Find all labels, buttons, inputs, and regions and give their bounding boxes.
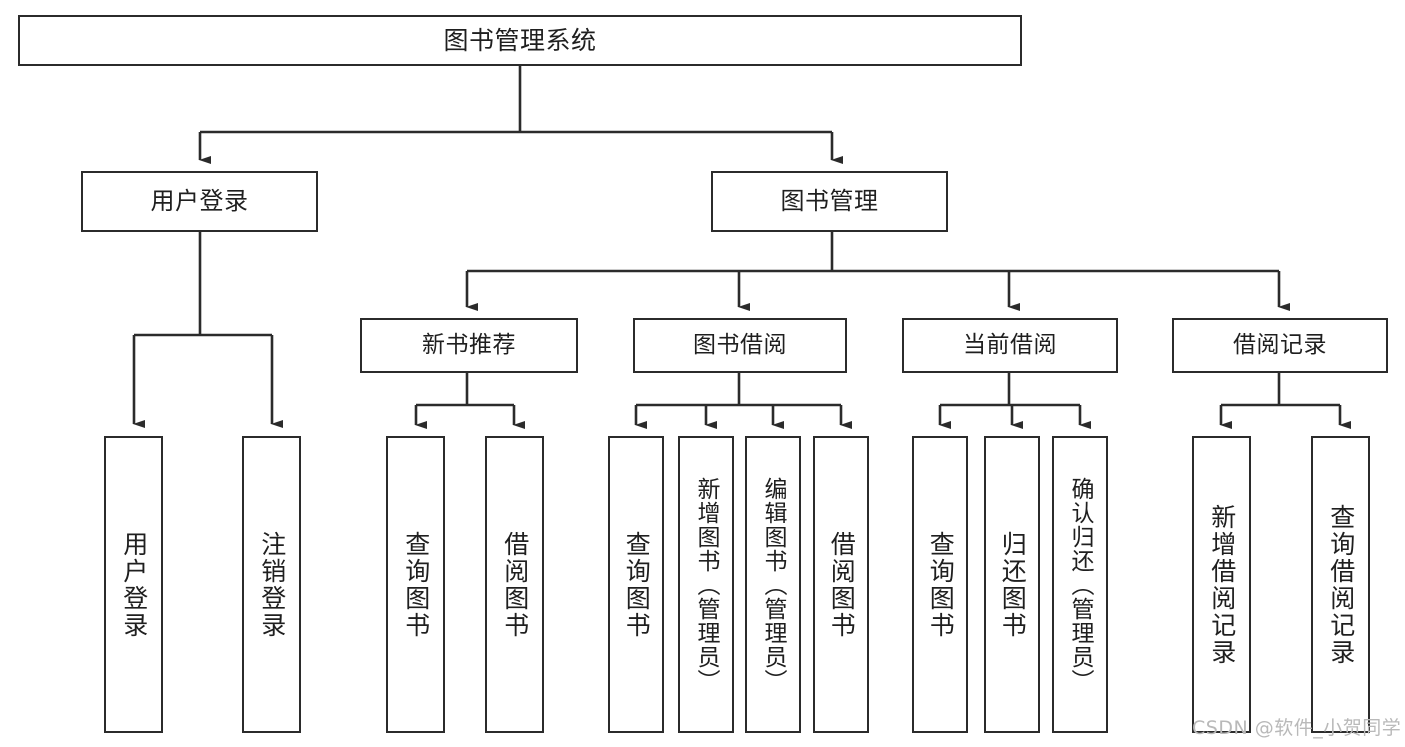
node-current-borrow-label: 当前借阅	[963, 331, 1057, 358]
node-user-login-label: 用户登录	[150, 187, 249, 216]
node-leaf-return-book[interactable]: 归还图书	[984, 436, 1040, 733]
node-leaf-add-record-label: 新增借阅记录	[1207, 503, 1237, 666]
node-leaf-query-record-label: 查询借阅记录	[1326, 503, 1356, 666]
node-book-manage-label: 图书管理	[780, 187, 879, 216]
node-leaf-add-book-label: 新增图书（管理员）	[693, 476, 720, 693]
node-leaf-borrow-book-2[interactable]: 借阅图书	[813, 436, 869, 733]
node-leaf-borrow-book-2-label: 借阅图书	[827, 530, 857, 639]
node-leaf-edit-book-label: 编辑图书（管理员）	[760, 476, 787, 693]
node-leaf-query-record[interactable]: 查询借阅记录	[1311, 436, 1370, 733]
node-book-manage[interactable]: 图书管理	[711, 171, 948, 232]
watermark: CSDN @软件_小贺同学	[1192, 717, 1402, 739]
node-leaf-return-book-label: 归还图书	[998, 530, 1028, 639]
node-root[interactable]: 图书管理系统	[18, 15, 1022, 66]
node-leaf-add-record[interactable]: 新增借阅记录	[1192, 436, 1251, 733]
node-leaf-borrow-book-1[interactable]: 借阅图书	[485, 436, 544, 733]
node-leaf-borrow-book-1-label: 借阅图书	[500, 530, 530, 639]
node-new-book-recommend[interactable]: 新书推荐	[360, 318, 578, 373]
node-leaf-query-book-3-label: 查询图书	[926, 530, 956, 639]
node-leaf-user-login-label: 用户登录	[119, 530, 149, 639]
node-book-borrow-label: 图书借阅	[693, 331, 787, 358]
node-leaf-user-login[interactable]: 用户登录	[104, 436, 163, 733]
node-leaf-query-book-2-label: 查询图书	[622, 530, 652, 639]
node-leaf-logout-label: 注销登录	[257, 530, 287, 639]
node-borrow-record-label: 借阅记录	[1233, 331, 1327, 358]
node-user-login[interactable]: 用户登录	[81, 171, 318, 232]
node-leaf-logout[interactable]: 注销登录	[242, 436, 301, 733]
node-current-borrow[interactable]: 当前借阅	[902, 318, 1118, 373]
node-leaf-query-book-3[interactable]: 查询图书	[912, 436, 968, 733]
node-leaf-query-book-1-label: 查询图书	[401, 530, 431, 639]
node-borrow-record[interactable]: 借阅记录	[1172, 318, 1388, 373]
node-leaf-confirm-return[interactable]: 确认归还（管理员）	[1052, 436, 1108, 733]
node-leaf-edit-book[interactable]: 编辑图书（管理员）	[745, 436, 801, 733]
node-leaf-query-book-1[interactable]: 查询图书	[386, 436, 445, 733]
node-leaf-query-book-2[interactable]: 查询图书	[608, 436, 664, 733]
node-root-label: 图书管理系统	[443, 25, 597, 55]
node-leaf-confirm-return-label: 确认归还（管理员）	[1067, 476, 1094, 693]
node-leaf-add-book[interactable]: 新增图书（管理员）	[678, 436, 734, 733]
node-new-book-recommend-label: 新书推荐	[422, 331, 516, 358]
node-book-borrow[interactable]: 图书借阅	[633, 318, 847, 373]
